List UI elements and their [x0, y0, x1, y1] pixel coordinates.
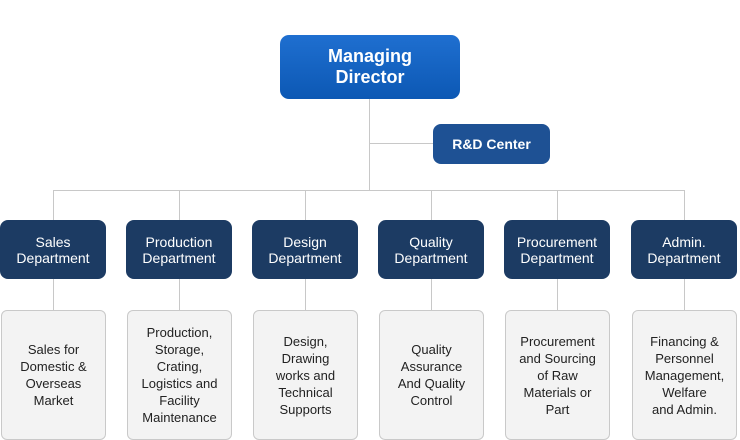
- description-box-design: Design, Drawing works and Technical Supp…: [253, 310, 358, 440]
- department-node-production: Production Department: [126, 220, 232, 279]
- department-label: Production Department: [142, 233, 216, 266]
- description-text: Quality Assurance And Quality Control: [397, 342, 466, 408]
- description-box-sales: Sales for Domestic & Overseas Market: [1, 310, 106, 440]
- description-box-procurement: Procurement and Sourcing of Raw Material…: [505, 310, 610, 440]
- department-label: Admin. Department: [647, 233, 721, 266]
- description-text: Production, Storage, Crating, Logistics …: [141, 325, 218, 425]
- connector-rd-horizontal: [369, 143, 433, 144]
- connector-drop-design: [305, 190, 306, 220]
- description-text: Procurement and Sourcing of Raw Material…: [519, 333, 596, 417]
- description-box-admin: Financing & Personnel Management, Welfar…: [632, 310, 737, 440]
- department-node-procurement: Procurement Department: [504, 220, 610, 279]
- connector-md-vertical: [369, 99, 370, 190]
- connector-drop-admin: [684, 190, 685, 220]
- managing-director-node: Managing Director: [280, 35, 460, 99]
- department-node-admin: Admin. Department: [631, 220, 737, 279]
- connector-drop-procurement: [557, 190, 558, 220]
- description-text: Financing & Personnel Management, Welfar…: [644, 333, 725, 417]
- department-label: Sales Department: [16, 233, 90, 266]
- connector-desc-sales: [53, 279, 54, 310]
- rd-center-node: R&D Center: [433, 124, 550, 164]
- connector-drop-sales: [53, 190, 54, 220]
- department-label: Quality Department: [394, 233, 468, 266]
- description-text: Design, Drawing works and Technical Supp…: [275, 333, 336, 417]
- connector-drop-quality: [431, 190, 432, 220]
- department-label: Design Department: [268, 233, 342, 266]
- department-node-quality: Quality Department: [378, 220, 484, 279]
- description-box-quality: Quality Assurance And Quality Control: [379, 310, 484, 440]
- connector-desc-quality: [431, 279, 432, 310]
- description-text: Sales for Domestic & Overseas Market: [20, 342, 87, 408]
- department-label: Procurement Department: [516, 233, 598, 266]
- department-node-sales: Sales Department: [0, 220, 106, 279]
- description-box-production: Production, Storage, Crating, Logistics …: [127, 310, 232, 440]
- department-node-design: Design Department: [252, 220, 358, 279]
- connector-desc-design: [305, 279, 306, 310]
- managing-director-label: Managing Director: [328, 46, 412, 87]
- connector-desc-admin: [684, 279, 685, 310]
- connector-desc-procurement: [557, 279, 558, 310]
- connector-departments-horizontal: [53, 190, 685, 191]
- rd-center-label: R&D Center: [452, 136, 531, 152]
- connector-desc-production: [179, 279, 180, 310]
- connector-drop-production: [179, 190, 180, 220]
